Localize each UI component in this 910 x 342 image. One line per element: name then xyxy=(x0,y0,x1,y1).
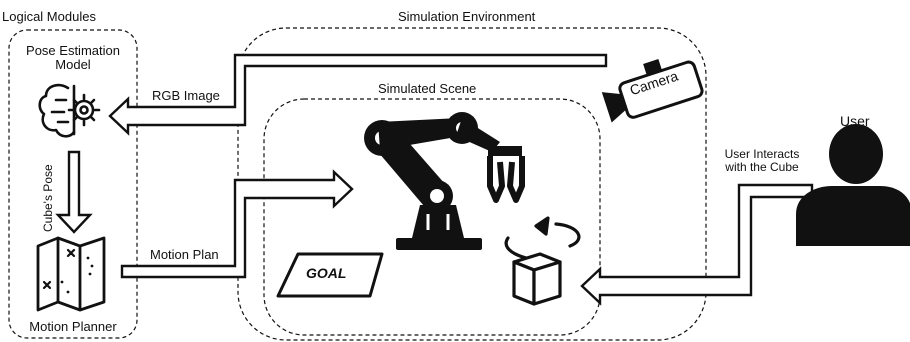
simulated-scene-title: Simulated Scene xyxy=(378,81,477,96)
motion-plan-label: Motion Plan xyxy=(150,247,219,262)
brain-gear-icon xyxy=(38,83,101,138)
simulated-scene-box xyxy=(263,98,601,336)
user-interacts-line2: with the Cube xyxy=(725,160,799,175)
cubes-pose-arrow xyxy=(55,150,93,234)
simulation-environment-title: Simulation Environment xyxy=(398,9,536,24)
rgb-image-label: RGB Image xyxy=(152,88,220,103)
pose-model-line1: Pose Estimation xyxy=(26,43,120,58)
cubes-pose-label: Cube's Pose xyxy=(41,164,55,232)
goal-marker xyxy=(276,252,384,298)
map-icon xyxy=(36,236,106,312)
pose-model-title: Pose Estimation Model xyxy=(9,43,137,73)
pose-model-line2: Model xyxy=(55,57,91,73)
user-interacts-label: User Interacts with the Cube xyxy=(712,147,812,175)
robot-arm-icon xyxy=(364,112,525,250)
logical-modules-title: Logical Modules xyxy=(2,9,96,24)
rgb-image-arrow xyxy=(108,53,608,136)
rotating-cube-icon xyxy=(504,216,581,306)
logical-modules-box xyxy=(8,29,138,339)
user-interacts-line1: User Interacts xyxy=(724,147,800,161)
user-label: User xyxy=(840,113,870,129)
motion-planner-title: Motion Planner xyxy=(29,319,117,334)
user-interacts-arrow xyxy=(580,183,814,306)
camera-icon xyxy=(601,58,704,123)
goal-label: GOAL xyxy=(306,265,347,281)
simulation-environment-box xyxy=(237,27,707,341)
user-icon xyxy=(796,124,910,246)
motion-plan-arrow xyxy=(120,169,354,279)
